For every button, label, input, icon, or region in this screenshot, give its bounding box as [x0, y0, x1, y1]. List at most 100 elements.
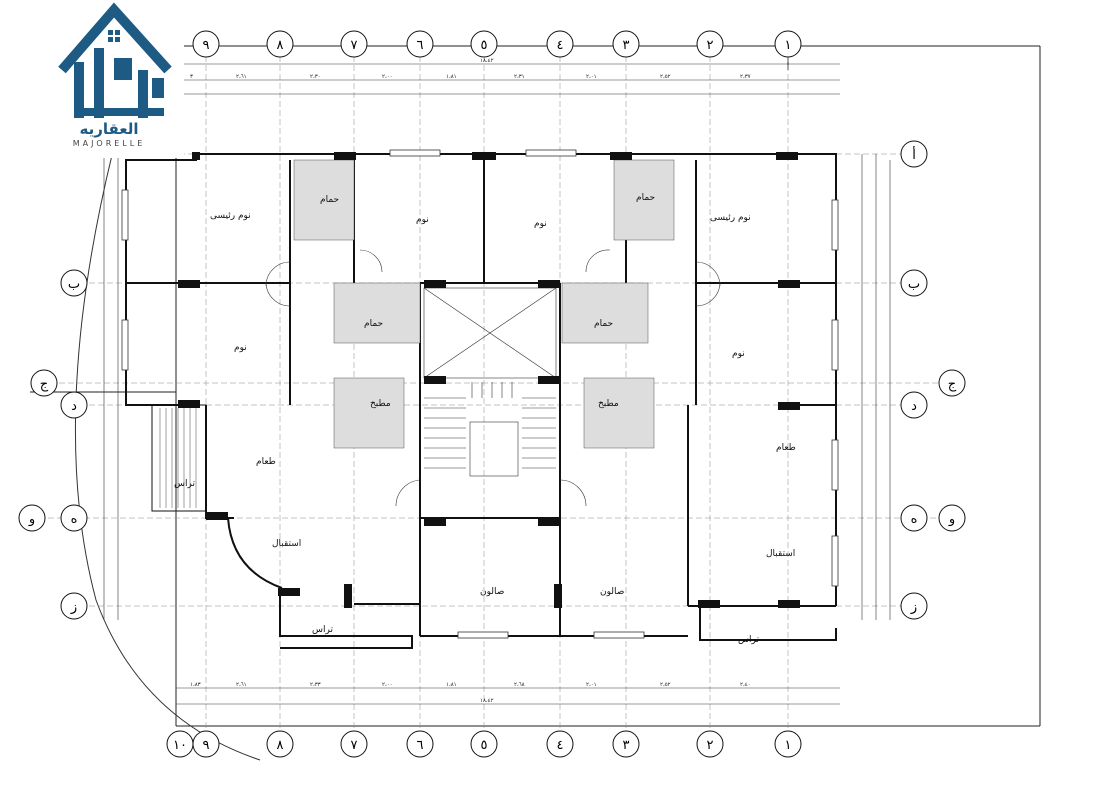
room-label: صالون	[600, 587, 624, 597]
top-grid-labels: ٩ ٨ ٧ ٦ ٥ ٤ ٣ ٢ ١	[203, 38, 792, 53]
grid-label: ٥	[481, 738, 488, 753]
room-label: حمام	[594, 319, 613, 329]
top-grid-bubbles	[192, 30, 802, 58]
grid-label: ٣	[623, 38, 630, 53]
dim-label: ٢،٣٠	[310, 74, 321, 80]
grid-label: و	[948, 512, 955, 527]
dim-label: ٢،٦٨	[514, 682, 525, 688]
grid-label: ه	[71, 512, 78, 527]
house-logo-icon	[58, 2, 172, 118]
room-label: تراس	[738, 635, 759, 645]
room-label: حمام	[636, 193, 655, 203]
logo-title: العقاريه	[79, 120, 139, 138]
room-label: حمام	[364, 319, 383, 329]
dim-label: ١،٨٣	[190, 682, 201, 688]
grid-label: ٨	[277, 38, 284, 53]
bottom-total-dimension: ١٨،٤٢	[480, 698, 494, 704]
grid-label: ٢	[707, 738, 714, 753]
grid-label: ٤	[557, 38, 564, 53]
company-logo: العقاريه MAJORELLE	[44, 0, 184, 158]
grid-label: ٦	[417, 38, 424, 53]
staircase	[423, 287, 557, 477]
room-label: نوم	[234, 343, 247, 353]
grid-label: ١	[785, 38, 792, 53]
dim-label: ٢،٣٧	[740, 74, 751, 80]
room-label: طعام	[256, 457, 276, 467]
grid-label: أ	[912, 146, 916, 163]
bath-tiles	[293, 159, 675, 449]
dim-label: ١،٨١	[446, 74, 457, 80]
grid-label: و	[28, 512, 35, 527]
door-swings	[265, 249, 721, 507]
grid-label: ١	[785, 738, 792, 753]
dim-label: ٢،٥٢	[660, 74, 671, 80]
windows	[121, 149, 839, 639]
top-total-dimension: ١٨،٤٢	[480, 58, 494, 64]
top-segment-dims: ٣ ٢،٦١ ٢،٣٠ ٢،٠٠ ١،٨١ ٢،٣١ ٢،٠١ ٢،٥٢ ٢،٣…	[190, 74, 751, 80]
site-boundary-arc	[74, 154, 261, 761]
grid-label: ج	[40, 377, 49, 392]
room-label: مطبخ	[598, 399, 619, 409]
dim-label: ٢،٠١	[586, 682, 597, 688]
grid-label: ب	[908, 277, 920, 292]
room-label: نوم	[534, 219, 547, 229]
grid-label: د	[911, 399, 917, 414]
grid-label: ٩	[203, 38, 210, 53]
grid-label: ج	[948, 377, 957, 392]
grid-label: ز	[70, 600, 77, 615]
reception-curved-wall	[227, 517, 283, 589]
room-label: استقبال	[272, 539, 301, 549]
room-label: مطبخ	[370, 399, 391, 409]
room-label: حمام	[320, 195, 339, 205]
bottom-segment-dims: ١،٨٣ ٢،٦١ ٢،٣٣ ٢،٠٠ ١،٨١ ٢،٦٨ ٢،٠١ ٢،٥٢ …	[190, 682, 751, 688]
dim-label: ٢،٠٠	[382, 74, 393, 80]
grid-label: ٥	[481, 38, 488, 53]
building-walls	[125, 153, 837, 649]
dim-label: ٢،٠٠	[382, 682, 393, 688]
dim-label: ٢،٠١	[586, 74, 597, 80]
dim-label: ١،٨١	[446, 682, 457, 688]
dim-label: ٢،٦١	[236, 682, 247, 688]
top-dimension-lines	[176, 63, 840, 95]
grid-label: ه	[911, 512, 918, 527]
grid-label: د	[71, 399, 77, 414]
room-label: استقبال	[766, 549, 795, 559]
grid-label: ٧	[351, 738, 358, 753]
dim-label: ٢،٣١	[514, 74, 525, 80]
room-label: نوم	[416, 215, 429, 225]
room-label: نوم رئيسى	[210, 211, 251, 221]
left-grid-bubbles	[18, 269, 88, 620]
bottom-dimension-lines	[176, 687, 840, 705]
room-label: صالون	[480, 587, 504, 597]
side-dimension-lines	[103, 154, 891, 620]
dim-label: ٢،٣٣	[310, 682, 321, 688]
room-label: تراس	[174, 479, 195, 489]
dim-label: ٢،٥٢	[660, 682, 671, 688]
room-label: نوم رئيسى	[710, 213, 751, 223]
terrace-hatch	[159, 408, 197, 508]
logo-subtitle: MAJORELLE	[72, 139, 146, 148]
grid-lines-horizontal	[30, 153, 950, 607]
room-label: نوم	[732, 349, 745, 359]
grid-label: ٣	[623, 738, 630, 753]
dim-label: ٢،٤٠	[740, 682, 751, 688]
grid-label: ب	[68, 277, 80, 292]
grid-label: ٧	[351, 38, 358, 53]
grid-label: ٤	[557, 738, 564, 753]
grid-label: ١٠	[173, 738, 187, 753]
grid-label: ٦	[417, 738, 424, 753]
room-labels: نوم رئيسى نوم رئيسى حمام حمام نوم نوم حم…	[174, 193, 796, 645]
grid-label: ٩	[203, 738, 210, 753]
grid-label: ز	[910, 600, 917, 615]
right-grid-labels: أ ب ج د ه و ز	[908, 146, 957, 615]
left-grid-labels: ب ج د ه و ز	[28, 277, 80, 615]
bottom-grid-bubbles	[166, 730, 802, 758]
right-grid-bubbles	[900, 140, 966, 620]
grid-label: ٢	[707, 38, 714, 53]
dim-label: ٣	[190, 74, 193, 80]
grid-label: ٨	[277, 738, 284, 753]
structural-columns	[178, 152, 800, 608]
dim-label: ٢،٦١	[236, 74, 247, 80]
bottom-grid-labels: ١٠ ٩ ٨ ٧ ٦ ٥ ٤ ٣ ٢ ١	[173, 738, 791, 753]
